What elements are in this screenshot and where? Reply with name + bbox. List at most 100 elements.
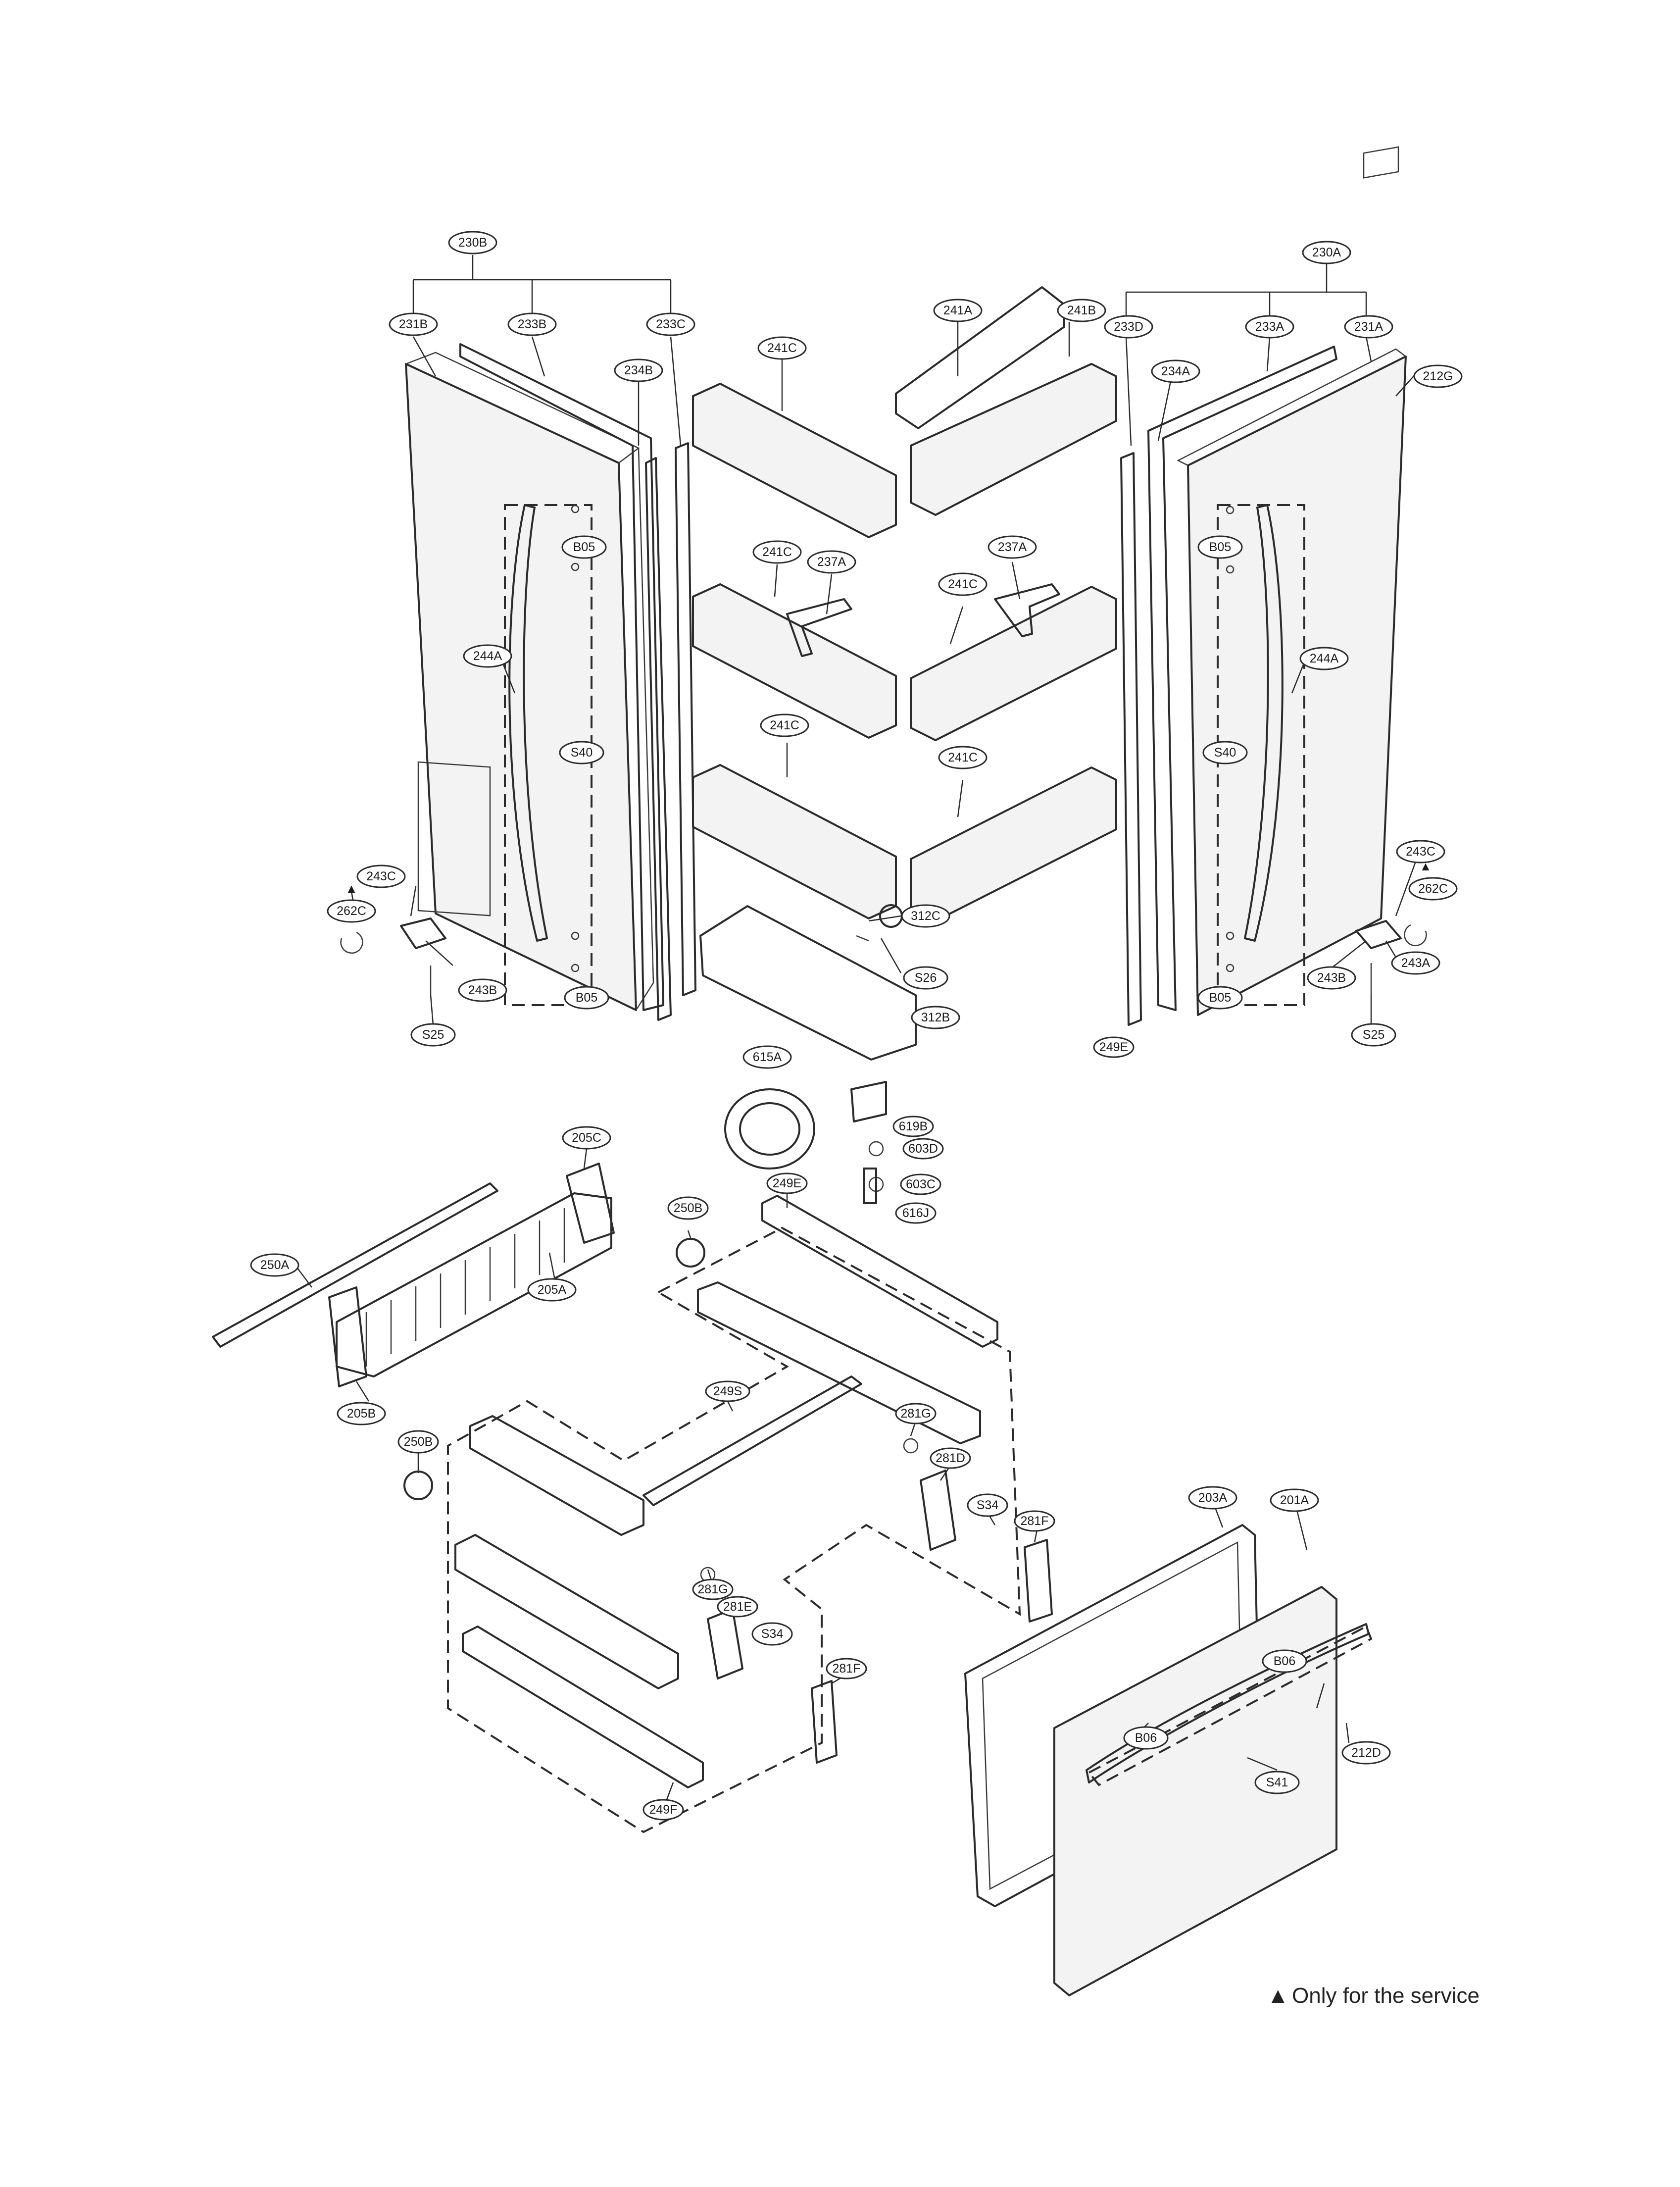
callout-243B-right: 243B — [1307, 966, 1356, 990]
bracket-281E — [707, 1608, 743, 1679]
svg-text:312B: 312B — [921, 1011, 950, 1024]
callout-231B: 231B — [389, 312, 438, 336]
callout-243B-left: 243B — [458, 978, 507, 1002]
svg-text:B05: B05 — [573, 540, 595, 554]
svg-text:615A: 615A — [753, 1050, 782, 1064]
door-bin-mid-left — [692, 583, 897, 739]
footnote-symbol: ▲ — [1267, 1984, 1289, 2008]
callout-205A: 205A — [527, 1278, 577, 1302]
service-marker-right: ▲ — [1420, 860, 1432, 873]
svg-text:S26: S26 — [915, 971, 937, 985]
basket-assembly — [212, 1163, 705, 1500]
svg-text:619B: 619B — [899, 1119, 928, 1133]
svg-text:S34: S34 — [977, 1498, 999, 1512]
callout-249E: 249E — [766, 1172, 808, 1194]
callout-281G-1: 281G — [895, 1403, 937, 1424]
svg-text:B05: B05 — [1209, 540, 1231, 554]
svg-text:241C: 241C — [948, 577, 978, 591]
callout-B05-2: B05 — [564, 986, 609, 1010]
service-footnote: ▲ Only for the service — [1267, 1984, 1480, 2008]
svg-text:233C: 233C — [656, 317, 686, 331]
svg-text:249S: 249S — [713, 1384, 742, 1398]
svg-text:205B: 205B — [347, 1407, 376, 1421]
callout-S41: S41 — [1254, 1771, 1300, 1794]
svg-text:233B: 233B — [518, 317, 546, 331]
callout-234B: 234B — [614, 358, 663, 382]
callout-250B-2: 250B — [397, 1430, 439, 1454]
callout-201A: 201A — [1270, 1488, 1319, 1512]
svg-text:250A: 250A — [260, 1258, 290, 1272]
svg-text:281D: 281D — [936, 1451, 965, 1465]
callout-S25-left: S25 — [410, 1023, 456, 1047]
callout-241C-2: 241C — [752, 540, 802, 564]
svg-text:237A: 237A — [817, 555, 846, 569]
svg-text:281F: 281F — [1021, 1514, 1049, 1528]
rail-249F — [462, 1626, 704, 1788]
callout-B06-2: B06 — [1123, 1726, 1169, 1750]
svg-text:S34: S34 — [761, 1627, 784, 1641]
gear-250B-top — [676, 1238, 705, 1268]
callout-241B: 241B — [1057, 299, 1106, 322]
callout-243A: 243A — [1391, 951, 1440, 975]
svg-text:244A: 244A — [473, 649, 502, 663]
callout-230A: 230A — [1302, 241, 1351, 264]
svg-text:241C: 241C — [948, 751, 978, 764]
svg-text:S25: S25 — [422, 1028, 444, 1042]
rail-bracket-upper — [697, 1281, 981, 1444]
right-hinge — [1355, 920, 1402, 949]
door-bin-low-left — [692, 764, 897, 919]
callout-615A: 615A — [742, 1045, 792, 1069]
svg-text:312C: 312C — [911, 909, 940, 923]
svg-text:241C: 241C — [767, 341, 797, 355]
water-tube-coil — [724, 1088, 815, 1170]
callout-243C-left: 243C — [356, 865, 406, 888]
svg-text:234B: 234B — [624, 363, 653, 377]
callout-230B: 230B — [448, 231, 497, 254]
gear-250B-left — [403, 1471, 433, 1500]
callout-312C: 312C — [901, 904, 950, 928]
callout-231A: 231A — [1344, 315, 1393, 339]
footnote-text: Only for the service — [1292, 1984, 1480, 2008]
svg-text:281G: 281G — [900, 1407, 931, 1421]
callout-249S: 249S — [705, 1380, 750, 1402]
svg-text:237A: 237A — [998, 540, 1027, 554]
svg-text:241C: 241C — [762, 545, 792, 559]
svg-text:262C: 262C — [1418, 882, 1448, 896]
svg-text:603C: 603C — [906, 1177, 936, 1191]
egg-tray-left — [786, 598, 852, 657]
svg-text:B05: B05 — [576, 991, 597, 1005]
bracket-281D — [920, 1470, 956, 1551]
svg-text:241B: 241B — [1067, 304, 1096, 317]
right-door-assembly — [1120, 146, 1427, 1026]
right-door-gasket — [1147, 346, 1337, 1011]
callout-603D: 603D — [902, 1138, 944, 1160]
svg-text:S40: S40 — [571, 746, 593, 760]
callout-237A-1: 237A — [807, 550, 856, 574]
callout-S34-2: S34 — [751, 1622, 793, 1646]
svg-text:244A: 244A — [1310, 652, 1339, 665]
svg-text:205A: 205A — [538, 1283, 567, 1297]
svg-text:230A: 230A — [1312, 246, 1341, 259]
callout-205B: 205B — [337, 1402, 386, 1425]
svg-text:B06: B06 — [1135, 1731, 1157, 1745]
callout-281F-2: 281F — [826, 1658, 867, 1679]
door-bin-top-right — [910, 363, 1117, 516]
svg-text:249F: 249F — [649, 1803, 678, 1817]
callout-249F: 249F — [642, 1799, 684, 1821]
callout-250A: 250A — [250, 1253, 299, 1277]
right-door-panel — [1187, 356, 1407, 1016]
callout-S34-1: S34 — [967, 1493, 1008, 1517]
callout-616J: 616J — [895, 1202, 937, 1224]
callout-281D: 281D — [930, 1447, 971, 1469]
callout-233B: 233B — [507, 312, 557, 336]
callout-243C-right: 243C — [1396, 840, 1445, 864]
svg-text:603D: 603D — [908, 1142, 938, 1156]
callout-241A: 241A — [933, 299, 983, 322]
svg-text:243B: 243B — [468, 983, 497, 997]
callout-B06-1: B06 — [1262, 1649, 1307, 1673]
svg-text:233A: 233A — [1255, 320, 1285, 334]
callout-262C-right: 262C — [1408, 877, 1458, 901]
cover-281F-1 — [1024, 1539, 1053, 1623]
svg-text:S41: S41 — [1266, 1776, 1288, 1789]
svg-text:243B: 243B — [1317, 971, 1346, 985]
